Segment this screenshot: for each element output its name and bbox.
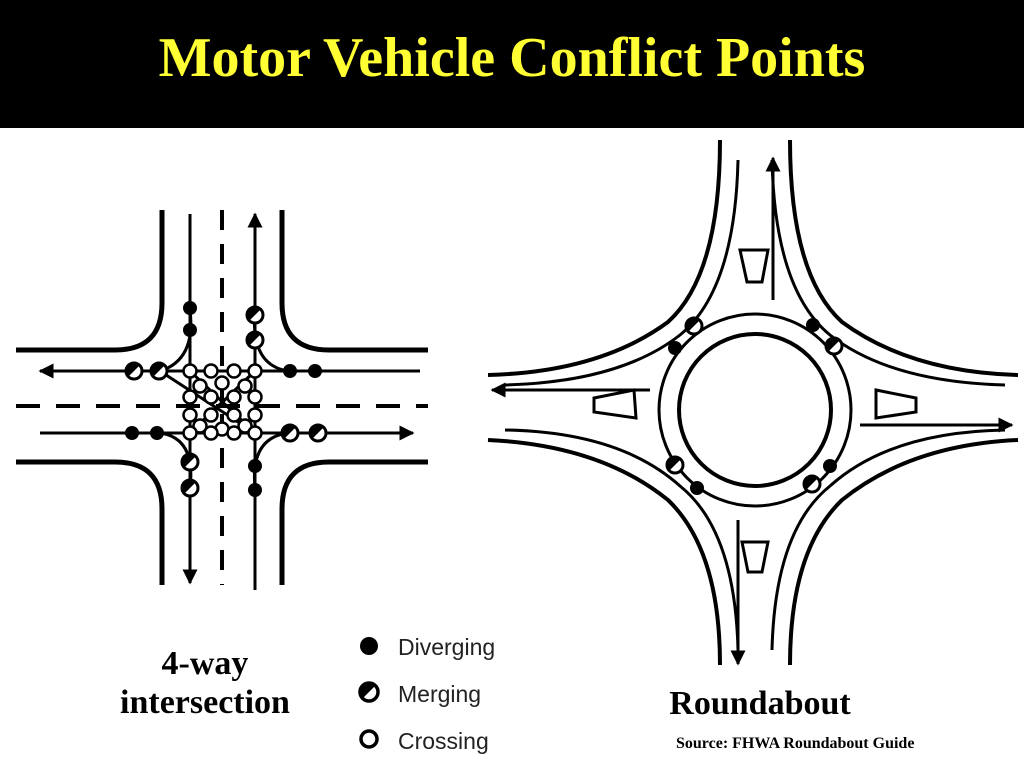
crossing-point <box>182 407 198 423</box>
curb-ne <box>279 210 428 353</box>
crossing-legend-icon <box>359 729 379 749</box>
curb-sw-roundabout <box>487 438 722 666</box>
curb-nw-roundabout <box>487 139 722 377</box>
intersection-caption-line1: 4-way <box>161 645 249 682</box>
crossing-point <box>226 407 242 423</box>
merging-point <box>149 361 169 381</box>
crossing-point <box>203 389 219 405</box>
merging-point <box>802 474 822 494</box>
source-note: Source: FHWA Roundabout Guide <box>676 735 915 752</box>
circulating-lane-inner <box>657 312 853 508</box>
slide-title: Motor Vehicle Conflict Points <box>158 27 866 89</box>
crossing-point <box>247 407 263 423</box>
splitter-west <box>592 388 638 420</box>
crossing-point <box>182 389 198 405</box>
merging-legend-icon <box>358 681 380 703</box>
splitter-north <box>738 248 770 284</box>
splitter-east <box>874 388 918 420</box>
merging-point <box>280 423 300 443</box>
merging-point <box>665 455 685 475</box>
diverging-points <box>125 301 322 497</box>
diverging-point <box>183 323 197 337</box>
splitter-south <box>740 540 770 574</box>
diverging-legend-icon <box>360 637 378 655</box>
crossing-point <box>214 375 230 391</box>
curb-se-roundabout <box>788 438 1019 666</box>
merging-point <box>308 423 328 443</box>
legend-diverging-label: Diverging <box>398 634 496 660</box>
legend-symbols <box>358 637 380 749</box>
crossing-point <box>203 363 219 379</box>
crossing-point <box>182 363 198 379</box>
crossing-point <box>247 363 263 379</box>
diverging-point <box>308 364 322 378</box>
curb-sw <box>16 459 165 585</box>
diverging-point <box>823 459 837 473</box>
merging-point <box>684 316 704 336</box>
title-bar: Motor Vehicle Conflict Points <box>0 0 1024 128</box>
crossing-point <box>226 425 242 441</box>
merging-point <box>245 330 265 350</box>
merging-points <box>124 305 328 498</box>
diverging-point <box>806 318 820 332</box>
merging-point <box>180 478 200 498</box>
intersection-caption-line2: intersection <box>120 684 290 722</box>
diverging-point <box>690 481 704 495</box>
diverging-point <box>150 426 164 440</box>
crossing-point <box>203 425 219 441</box>
crossing-points <box>182 363 263 441</box>
crossing-point <box>247 389 263 405</box>
crossing-point <box>237 378 253 394</box>
crossing-point <box>247 425 263 441</box>
merging-point <box>824 336 844 356</box>
diverging-point <box>248 459 262 473</box>
diverging-point <box>668 341 682 355</box>
merging-point <box>124 361 144 381</box>
intersection-caption: 4-way intersection <box>100 644 310 722</box>
crossing-point <box>226 363 242 379</box>
legend-crossing-label: Crossing <box>398 728 489 754</box>
roundabout-conflict-points <box>665 316 844 495</box>
diverging-point <box>283 364 297 378</box>
intersection-conflict-points <box>124 301 328 498</box>
merging-point <box>245 305 265 325</box>
curb-ne-roundabout <box>788 139 1019 377</box>
crossing-point <box>182 425 198 441</box>
legend-merging-label: Merging <box>398 681 482 707</box>
diverging-point <box>125 426 139 440</box>
curb-nw <box>16 210 165 353</box>
central-island <box>677 332 833 488</box>
crossing-point <box>226 389 242 405</box>
crossing-point <box>192 378 208 394</box>
curb-se <box>279 459 428 585</box>
diverging-point <box>183 301 197 315</box>
intersection-diagram <box>16 210 428 590</box>
roundabout-diagram <box>487 139 1019 666</box>
diverging-point <box>248 483 262 497</box>
crossing-point <box>203 407 219 423</box>
merging-point <box>180 452 200 472</box>
roundabout-caption: Roundabout <box>669 685 851 722</box>
